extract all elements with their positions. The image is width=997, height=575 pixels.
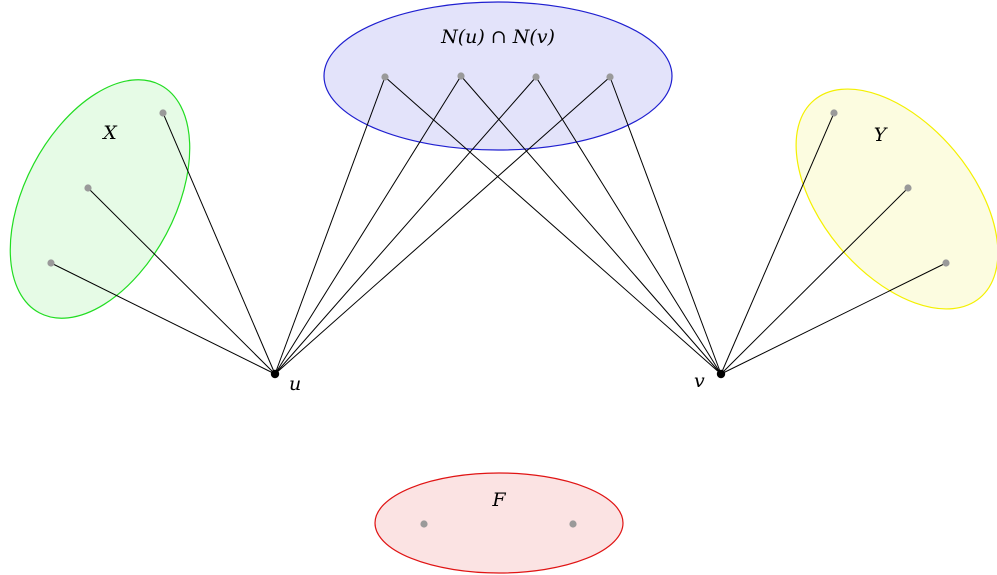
common-neighborhood-region bbox=[323, 1, 673, 151]
edge-u-common-2 bbox=[274, 75, 462, 375]
set-x-region bbox=[9, 79, 191, 319]
set-x-label: X bbox=[101, 122, 118, 144]
set-f-region bbox=[374, 472, 624, 574]
edge-u-x-3 bbox=[50, 262, 276, 375]
vertex-x-1 bbox=[159, 109, 167, 117]
edge-v-common-2 bbox=[460, 75, 722, 375]
vertex-common-3 bbox=[532, 73, 540, 81]
edge-u-x-1 bbox=[162, 112, 276, 375]
edge-u-common-4 bbox=[274, 76, 611, 375]
edge-u-x-2 bbox=[87, 187, 276, 375]
vertex-common-2 bbox=[457, 72, 465, 80]
edge-v-y-3 bbox=[720, 262, 947, 375]
vertex-f-1 bbox=[420, 520, 428, 528]
vertices bbox=[47, 72, 950, 528]
common-neighborhood-label: N(u) ∩ N(v) bbox=[440, 26, 555, 48]
vertex-common-1 bbox=[381, 73, 389, 81]
vertex-y-1 bbox=[830, 109, 838, 117]
edge-v-common-3 bbox=[535, 76, 722, 375]
edge-v-common-4 bbox=[609, 76, 722, 375]
vertex-v bbox=[716, 369, 726, 379]
vertex-y-3 bbox=[942, 259, 950, 267]
edge-v-y-2 bbox=[720, 187, 909, 375]
set-f-label: F bbox=[491, 489, 506, 511]
vertex-y-2 bbox=[904, 184, 912, 192]
edge-v-y-1 bbox=[720, 112, 835, 375]
edge-u-common-1 bbox=[274, 76, 386, 375]
vertex-x-3 bbox=[47, 259, 55, 267]
vertex-v-label: v bbox=[694, 370, 705, 392]
vertex-u-label: u bbox=[289, 373, 301, 395]
edges bbox=[50, 75, 947, 375]
vertex-common-4 bbox=[606, 73, 614, 81]
vertex-x-2 bbox=[84, 184, 92, 192]
vertex-f-2 bbox=[569, 520, 577, 528]
vertex-u bbox=[270, 369, 280, 379]
set-y-region bbox=[795, 88, 997, 310]
edge-u-common-3 bbox=[274, 76, 537, 375]
edge-v-common-1 bbox=[384, 76, 722, 375]
set-y-label: Y bbox=[874, 124, 889, 146]
